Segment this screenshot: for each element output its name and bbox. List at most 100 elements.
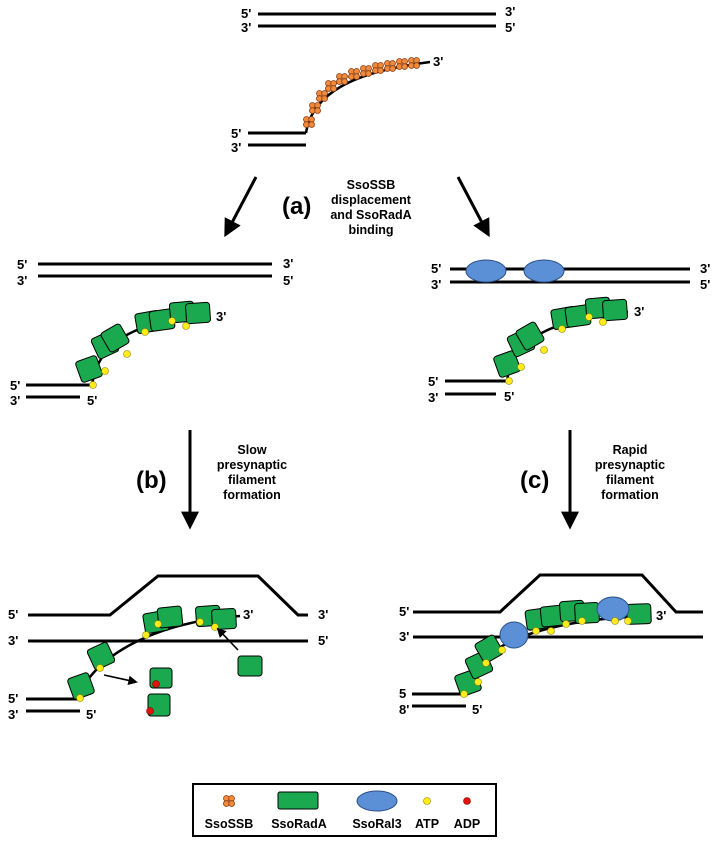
rada-monomer [515,321,545,351]
strand-label: 5' [17,257,27,272]
strand-label: 5' [472,702,482,717]
rada-monomer [185,301,211,325]
strand-label: 3' [505,4,515,19]
dissociation-arrow [103,674,138,686]
ral3-protein [499,621,529,649]
strand-label: 3' [700,261,710,276]
step-c-desc-line: filament [606,473,655,487]
step-c: (c) Rapid presynaptic filament formation [520,430,665,530]
step-a-desc-line: binding [348,223,393,237]
strand-label: 3' [8,633,18,648]
strand-label: 5' [504,389,514,404]
atp-dot [540,346,548,354]
atp-dot [585,313,593,321]
strand-label: 3' [656,608,666,623]
atp-dot [96,664,104,672]
step-a-desc-line: displacement [331,193,412,207]
legend-label: SsoRal3 [352,817,401,831]
atp-dot [141,328,149,336]
step-b-desc-line: formation [223,488,281,502]
rada-monomer [493,350,521,378]
strand-label: 5' [86,707,96,722]
strand-label: 5' [428,374,438,389]
step-b-desc-line: filament [228,473,277,487]
strand-label: 3' [634,304,644,319]
strand-label: 5' [87,393,97,408]
rada-monomer [100,323,130,353]
step-c-label: (c) [520,467,549,494]
step-a-desc-line: SsoSSB [347,178,396,192]
strand-label: 3' [428,390,438,405]
top-ssb-ssdna: 5' 3' 3' [231,54,443,155]
step-c-desc-line: presynaptic [595,458,665,472]
rada-monomer [602,298,628,322]
atp-dot [498,646,506,654]
atp-dot [532,627,540,635]
arrow-right [456,176,490,238]
atp-dot [154,620,162,628]
strand-label: 5' [700,277,710,292]
strand-label: 3' [433,54,443,69]
atp-dot [578,617,586,625]
red-dot-icon [463,797,471,805]
strand-label: 5' [231,126,241,141]
association-arrow [216,627,239,651]
atp-dot [123,350,131,358]
atp-dot [89,381,97,389]
strand-label: 5' [10,378,20,393]
strand-label: 5' [318,633,328,648]
atp-dot [547,627,555,635]
strand-label: 5' [505,20,515,35]
atp-dot [142,631,150,639]
strand-label: 5' [8,607,18,622]
atp-dot [474,678,482,686]
strand-label: 3' [216,309,226,324]
atp-dot [517,363,525,371]
step-b: (b) Slow presynaptic filament formation [136,430,287,530]
atp-dot [599,318,607,326]
strand-label: 3' [318,607,328,622]
ral3-protein [523,259,565,283]
atp-dot [482,659,490,667]
legend-label: ATP [415,817,439,831]
rada-monomer [86,641,116,671]
step-a-desc-line: and SsoRadA [330,208,411,222]
atp-dot [505,377,513,385]
atp-dot [562,620,570,628]
arrow-left [224,176,258,238]
step-c-desc-line: formation [601,488,659,502]
step-a-label: (a) [282,193,311,220]
strand-label: 5' [431,261,441,276]
ral3-protein [465,259,507,283]
step-a: (a) SsoSSB displacement and SsoRadA bind… [224,176,490,238]
right-middle-panel: 5' 3' 3' 5' 5' 3' 5' 3' [428,259,710,405]
atp-dot [76,694,84,702]
strand-label: 5' [283,273,293,288]
strand-label: 3' [431,277,441,292]
step-b-label: (b) [136,467,167,494]
strand-label: 8' [399,702,409,717]
legend: SsoSSB SsoRadA SsoRal3 ATP ADP [192,783,497,837]
atp-dot [624,617,632,625]
atp-dot [558,325,566,333]
strand-label: 3' [399,629,409,644]
step-b-desc-line: presynaptic [217,458,287,472]
adp-dot [146,707,154,715]
bottom-right-panel: 5' 3' 5 8' 5' 3' [399,573,703,717]
ral3-protein [596,596,630,622]
strand-label: 3' [8,707,18,722]
step-b-desc-line: Slow [237,443,266,457]
rada-monomer [67,672,95,700]
green-rectangle-icon [277,791,319,810]
rada-monomer [156,605,184,629]
strand-label: 3' [243,607,253,622]
atp-dot [168,317,176,325]
rada-monomer [474,634,504,664]
strand-label: 3' [241,20,251,35]
atp-dot [101,367,109,375]
strand-label: 3' [10,393,20,408]
strand-label: 5 [399,686,406,701]
strand-label: 5' [8,691,18,706]
top-dsdna: 5' 3' 3' 5' [241,4,515,35]
